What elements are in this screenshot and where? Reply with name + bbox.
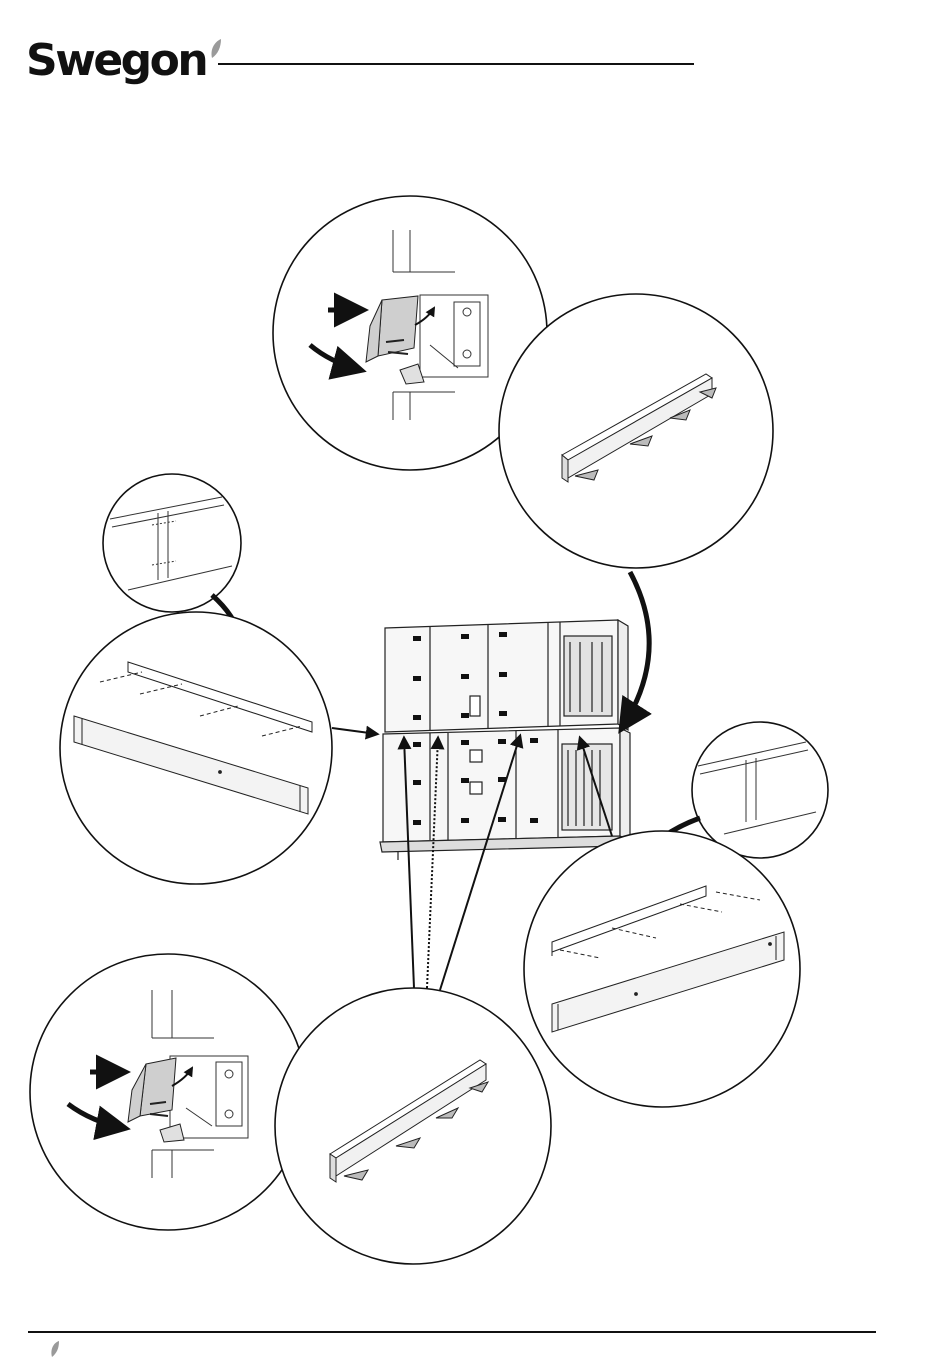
arrow-icon [332,728,377,734]
detail-circle-bottom-clip [30,954,306,1230]
leaf-icon [50,1340,60,1358]
footer-rule [28,1331,876,1333]
detail-circle-base-profile-left [60,612,377,884]
